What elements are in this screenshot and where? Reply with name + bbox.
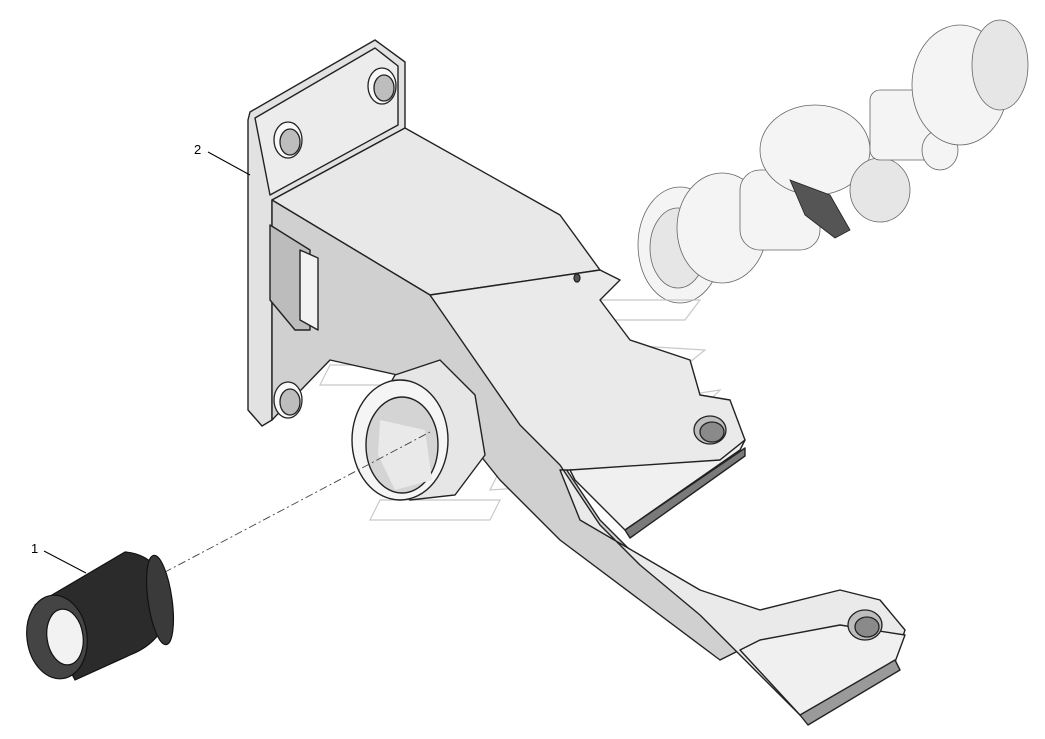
callout-1-label: 1: [31, 541, 39, 556]
arm-outer-face: [429, 269, 906, 716]
callout-2-label: 2: [194, 142, 202, 157]
assembly-centerline: [149, 431, 431, 581]
bracket-part: [247, 39, 906, 726]
leader-line-2: [207, 151, 251, 176]
axle-assembly-thumbnail: [637, 19, 1029, 304]
bushing-boss: [351, 359, 486, 501]
bolt-holes: [273, 67, 883, 641]
bushing-part: [26, 551, 175, 681]
leader-line-1: [43, 550, 87, 574]
